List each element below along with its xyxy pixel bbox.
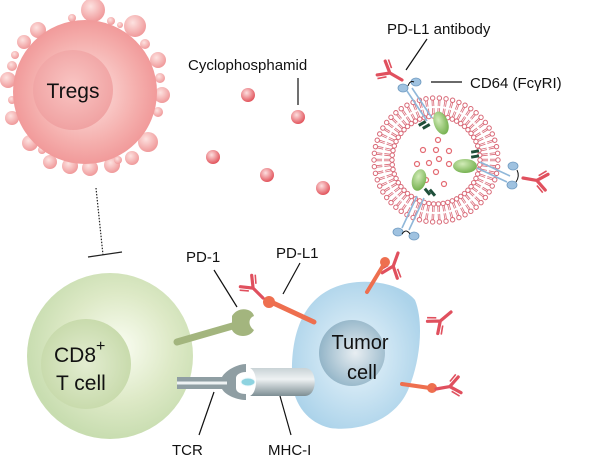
cd8-label-sup: +	[96, 338, 105, 355]
cd64-receptor	[397, 77, 433, 122]
lipid-outer	[371, 163, 384, 170]
lipid-outer	[371, 150, 384, 157]
lipid-outer	[436, 95, 443, 107]
lipid-outer	[442, 95, 450, 108]
lipid-inner	[430, 201, 437, 213]
pdl1-ligand	[365, 257, 390, 294]
antigen-peptide	[240, 377, 256, 387]
lipid-inner	[383, 157, 395, 163]
liposome	[371, 56, 551, 281]
lipid-outer	[487, 143, 500, 152]
lipid-outer	[447, 210, 456, 223]
lipid-inner	[435, 201, 442, 213]
free-antibody-icon	[423, 301, 460, 338]
pdl1-ligand	[263, 296, 317, 325]
lipid-outer	[429, 95, 436, 107]
drug-particle	[316, 181, 330, 195]
lipid-outer	[442, 212, 450, 225]
pd1-receptor	[173, 309, 254, 346]
mhc-leader	[279, 395, 292, 436]
lipid-outer	[453, 208, 463, 221]
tumor-label-line1: Tumor	[331, 332, 388, 354]
tregs-cell: Tregs	[0, 0, 170, 176]
cd8-nucleus	[41, 319, 131, 409]
lipid-outer	[473, 113, 485, 125]
drug-particle	[291, 110, 305, 124]
inhibition-arrow	[87, 187, 123, 258]
lipid-outer	[429, 213, 436, 225]
lipid-outer	[373, 174, 387, 184]
tumor-cell: Tumor cell	[291, 281, 421, 429]
cd8-t-cell: CD8+ T cell	[27, 273, 193, 439]
cd8-label: CD8+	[54, 338, 105, 367]
lipid-outer	[447, 97, 456, 110]
lipid-inner	[477, 157, 489, 163]
cyclophosphamid-group: Cyclophosphamid	[188, 57, 330, 195]
cyclophosphamid-label: Cyclophosphamid	[188, 57, 307, 74]
tregs-nucleus	[33, 50, 113, 130]
drug-particle	[206, 150, 220, 164]
lipid-outer	[387, 113, 399, 125]
lipid-outer	[372, 143, 385, 152]
tumor-label-line2: cell	[347, 362, 377, 384]
antibody-icon	[519, 165, 551, 195]
tcr-mhc-complex	[177, 364, 315, 400]
lipid-outer	[488, 150, 501, 157]
lipid-outer	[489, 157, 501, 163]
liposome-membrane-proteins	[411, 111, 480, 197]
tregs-label: Tregs	[47, 80, 100, 103]
pdl1-leader	[282, 262, 301, 295]
tcr-label: TCR	[172, 442, 203, 459]
lipid-outer	[387, 195, 399, 207]
lipid-outer	[436, 213, 443, 225]
drug-particle	[260, 168, 274, 182]
t-cell-label: T cell	[56, 372, 106, 395]
pdl1-ligand	[400, 382, 437, 393]
lipid-inner	[383, 161, 396, 169]
pdl1-antibody-leader	[405, 38, 428, 71]
tumor-nucleus	[319, 320, 385, 386]
lipid-outer	[453, 99, 463, 112]
pdl1-label: PD-L1	[276, 245, 319, 262]
mhc-molecule	[250, 368, 315, 396]
lipid-outer	[371, 157, 383, 163]
lipid-outer	[373, 136, 387, 146]
lipid-outer	[473, 195, 485, 207]
cd64-receptor	[476, 161, 519, 190]
cd64-receptor	[392, 195, 425, 241]
tcr-leader	[198, 391, 215, 436]
cd64-label: CD64 (FcγRI)	[470, 75, 562, 92]
mhc-label: MHC-I	[268, 442, 311, 459]
pd1-leader	[213, 269, 238, 308]
antibody-icon	[432, 372, 464, 402]
drug-particle	[241, 88, 255, 102]
lipid-outer	[372, 168, 385, 177]
lipid-outer	[422, 212, 430, 225]
tregs-blebs	[0, 0, 170, 176]
pd1-label: PD-1	[186, 249, 220, 266]
lipid-outer	[485, 136, 499, 146]
pdl1-antibody-label: PD-L1 antibody	[387, 21, 491, 38]
cd8-label-main: CD8	[54, 344, 96, 367]
